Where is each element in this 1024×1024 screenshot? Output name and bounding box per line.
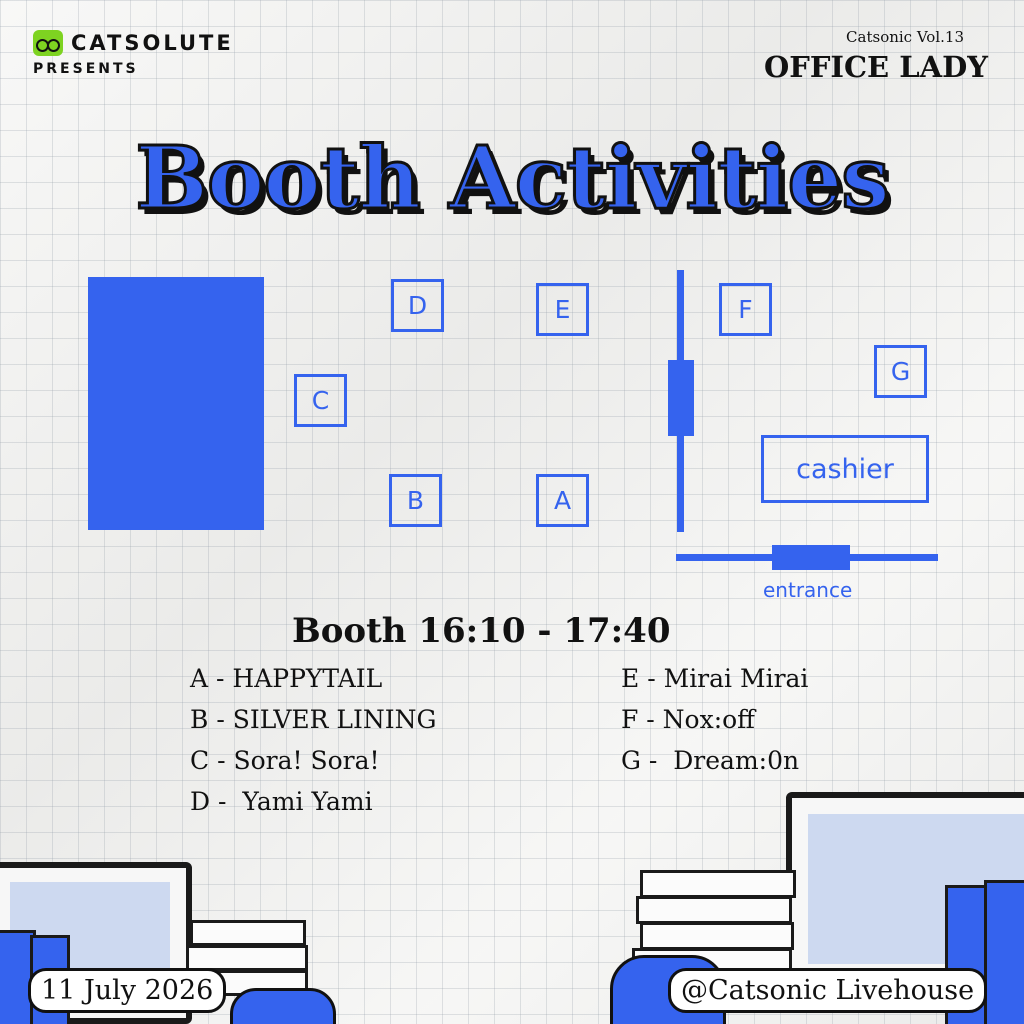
brand-name: CATSOLUTE xyxy=(71,31,234,55)
paper-stack-illustration xyxy=(640,870,796,898)
list-item: G - Dream:0n xyxy=(621,746,800,775)
booth-f: F xyxy=(719,283,772,336)
list-item: E - Mirai Mirai xyxy=(621,664,809,693)
event-date: 11 July 2026 xyxy=(28,968,227,1013)
partition-door xyxy=(668,360,694,436)
booth-g: G xyxy=(874,345,927,398)
list-item: A - HAPPYTAIL xyxy=(190,664,383,693)
paper-stack-illustration xyxy=(636,896,792,924)
event-volume: Catsonic Vol.13 xyxy=(846,28,964,46)
paper-stack-illustration xyxy=(186,945,308,971)
cashier-box: cashier xyxy=(761,435,929,503)
page-title: Booth Activities xyxy=(134,127,891,231)
entrance-label: entrance xyxy=(763,578,853,602)
stage-area xyxy=(88,277,264,530)
entrance-door xyxy=(772,545,850,570)
venue-name: @Catsonic Livehouse xyxy=(668,968,988,1013)
list-item: B - SILVER LINING xyxy=(190,705,437,734)
booth-time: Booth 16:10 - 17:40 xyxy=(292,611,671,651)
presents-label: PRESENTS xyxy=(33,61,139,77)
booth-e: E xyxy=(536,283,589,336)
list-item: F - Nox:off xyxy=(621,705,755,734)
cat-glasses-icon xyxy=(33,30,63,56)
brand-logo: CATSOLUTE xyxy=(33,30,234,56)
chair-illustration xyxy=(230,988,336,1024)
list-item: C - Sora! Sora! xyxy=(190,746,380,775)
booth-d: D xyxy=(391,279,444,332)
binder-illustration xyxy=(984,880,1024,1024)
booth-list-left: A - HAPPYTAIL B - SILVER LINING C - Sora… xyxy=(190,658,437,822)
event-name: OFFICE LADY xyxy=(763,50,988,84)
booth-a: A xyxy=(536,474,589,527)
booth-c: C xyxy=(294,374,347,427)
booth-list-right: E - Mirai Mirai F - Nox:off G - Dream:0n xyxy=(621,658,808,781)
list-item: D - Yami Yami xyxy=(190,787,373,816)
paper-stack-illustration xyxy=(640,922,794,950)
booth-b: B xyxy=(389,474,442,527)
paper-stack-illustration xyxy=(190,920,306,946)
